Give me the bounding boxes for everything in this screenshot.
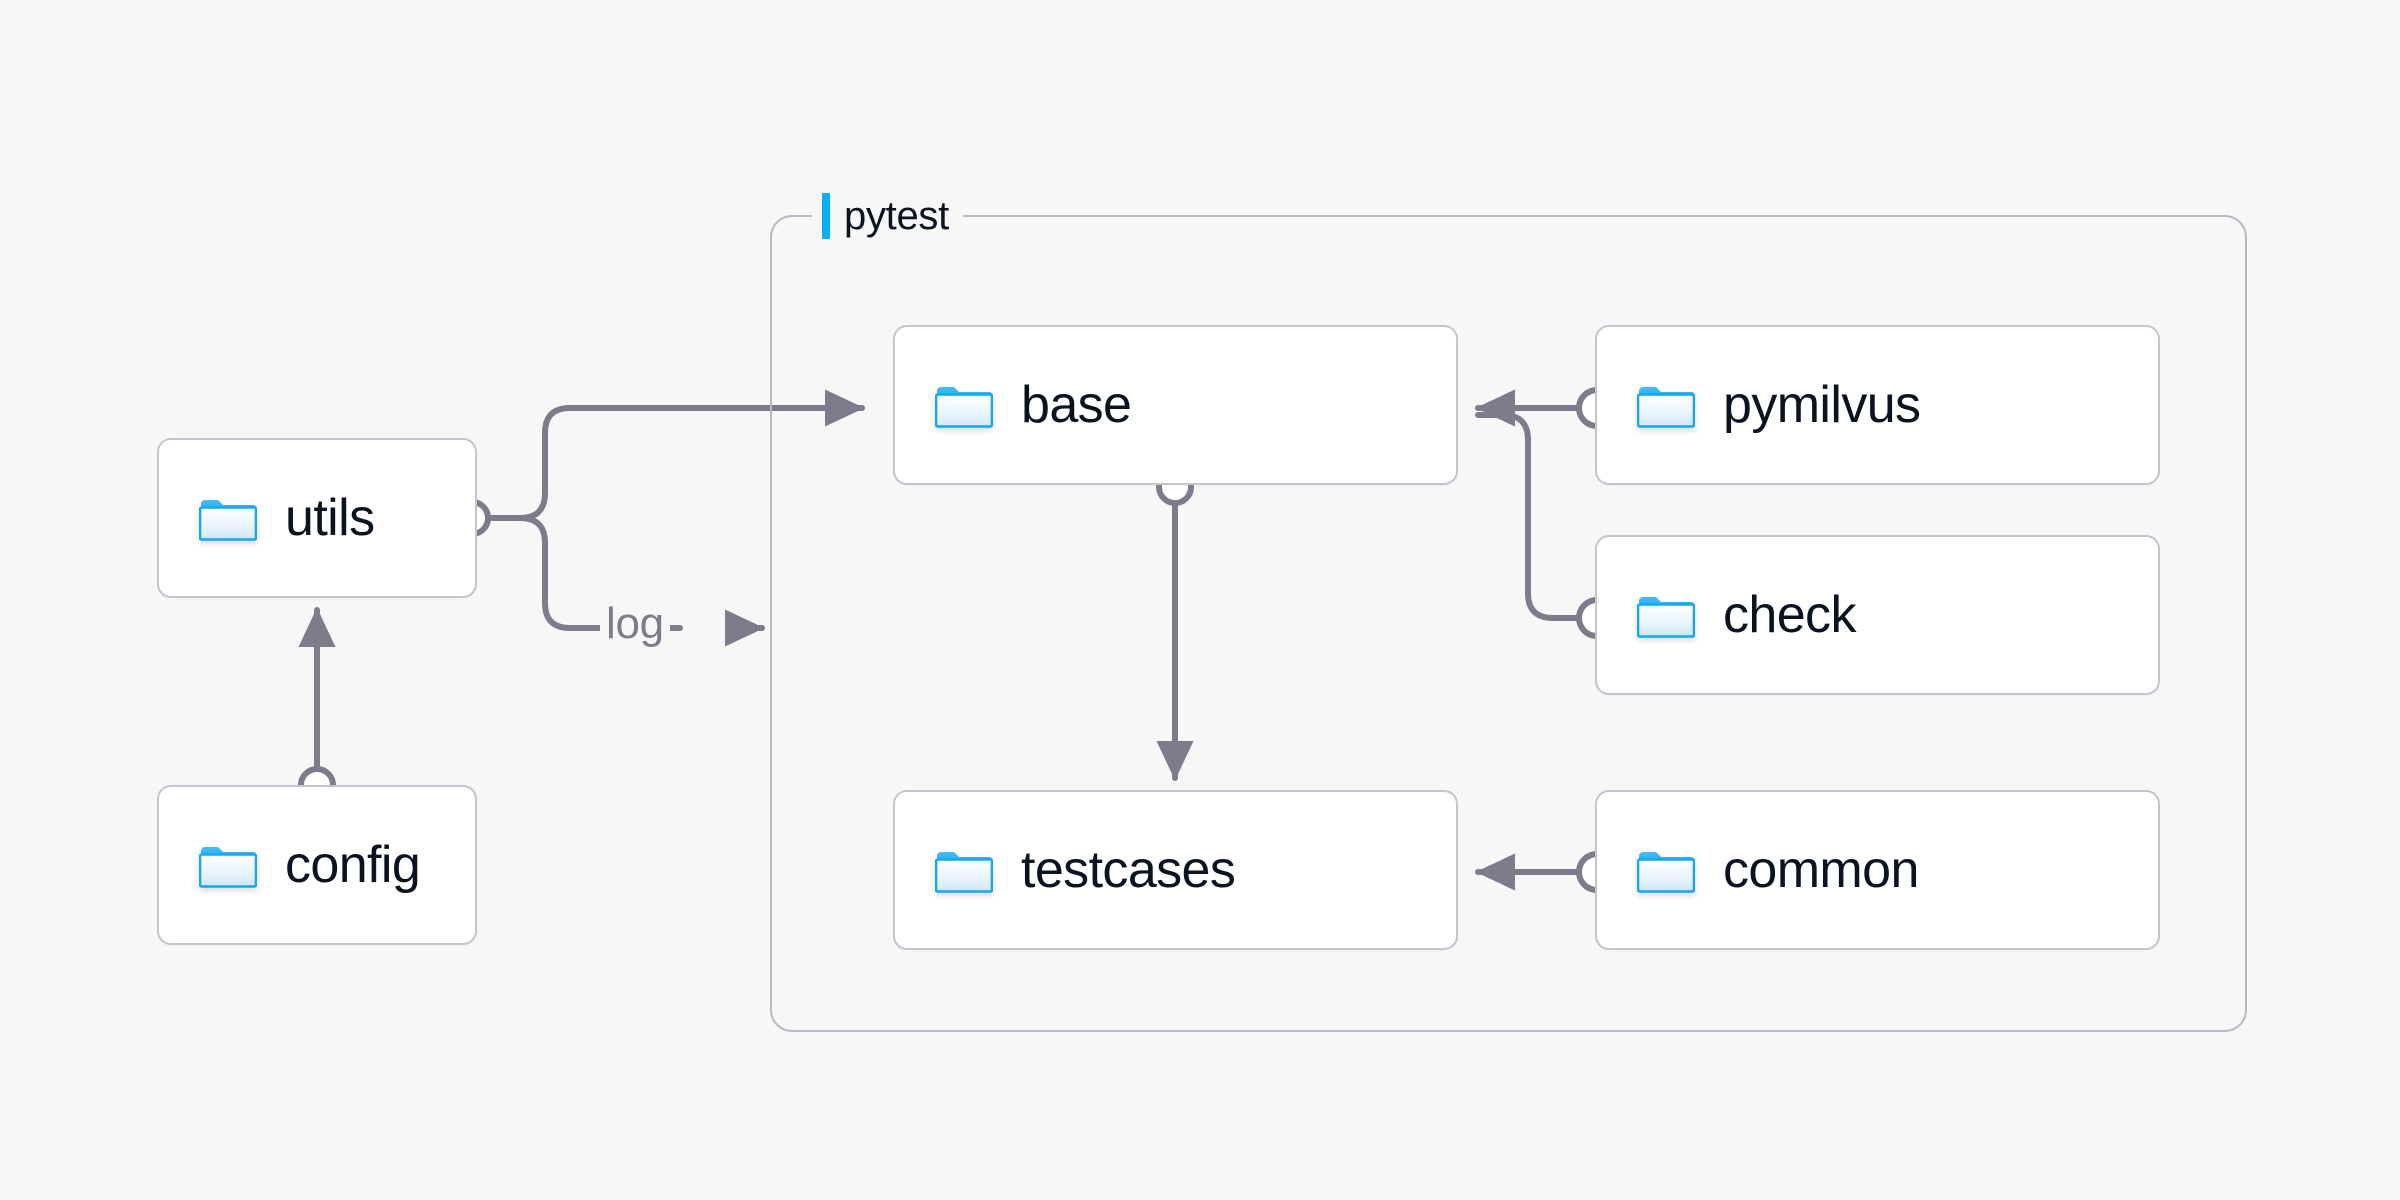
node-base[interactable]: base (893, 325, 1458, 485)
node-common[interactable]: common (1595, 790, 2160, 950)
node-label: check (1723, 586, 1856, 644)
node-config[interactable]: config (157, 785, 477, 945)
node-label: pymilvus (1723, 376, 1921, 434)
node-label: utils (285, 489, 375, 547)
node-label: testcases (1021, 841, 1236, 899)
group-pytest[interactable] (770, 215, 2247, 1032)
folder-icon (935, 846, 993, 894)
group-pytest-label: pytest (812, 188, 963, 244)
node-utils[interactable]: utils (157, 438, 477, 598)
node-pymilvus[interactable]: pymilvus (1595, 325, 2160, 485)
node-check[interactable]: check (1595, 535, 2160, 695)
node-label: config (285, 836, 421, 894)
folder-icon (935, 381, 993, 429)
group-accent-bar (822, 193, 830, 239)
folder-icon (1637, 846, 1695, 894)
group-title-text: pytest (844, 194, 949, 238)
node-testcases[interactable]: testcases (893, 790, 1458, 950)
folder-icon (1637, 591, 1695, 639)
node-label: common (1723, 841, 1919, 899)
folder-icon (199, 494, 257, 542)
node-label: base (1021, 376, 1132, 434)
folder-icon (1637, 381, 1695, 429)
edge-label-log: log (600, 602, 670, 646)
folder-icon (199, 841, 257, 889)
